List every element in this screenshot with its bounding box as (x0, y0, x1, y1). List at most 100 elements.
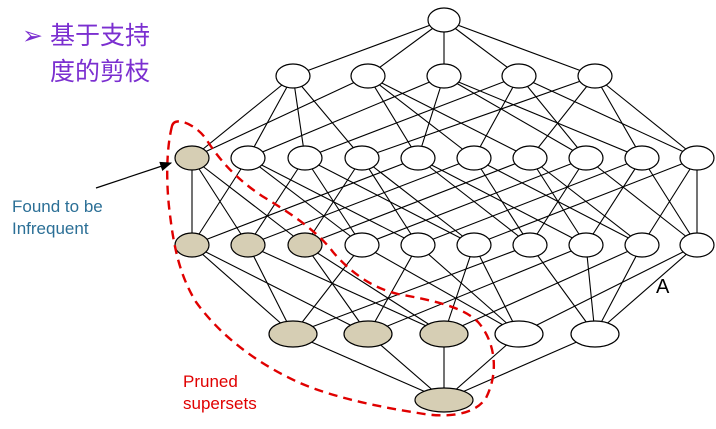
lattice-edge (292, 75, 363, 159)
arrow-bullet-icon: ➢ (22, 21, 43, 50)
found-label-line-1: Found to be (12, 197, 103, 216)
itemset-node (275, 63, 311, 89)
lattice-edge (191, 244, 294, 335)
lattice-edge (292, 244, 531, 335)
lattice-edge (247, 75, 294, 159)
pruned-label-line-1: Pruned (183, 372, 238, 391)
lattice-edge (417, 244, 520, 335)
lattice-edge (417, 75, 445, 159)
lattice-edge (594, 75, 643, 159)
itemset-node (494, 320, 544, 348)
itemset-node (512, 232, 548, 258)
lattice-edge (247, 244, 445, 335)
lattice-edge (247, 157, 475, 246)
infrequent-itemset-node (268, 320, 318, 348)
lattice-edge (361, 75, 596, 159)
lattice-edge (292, 333, 445, 401)
infrequent-itemset-node (230, 232, 266, 258)
lattice-edge (247, 75, 445, 159)
lattice-edge (191, 157, 249, 246)
lattice-edge (473, 75, 520, 159)
lattice-edge (641, 157, 698, 246)
lattice-edge (443, 19, 520, 77)
lattice-edge (367, 244, 419, 335)
lattice-edge (443, 244, 475, 335)
lattice-edge (367, 75, 419, 159)
title-line-1: 基于支持 (50, 21, 151, 50)
pruned-label-line-2: supersets (183, 394, 257, 413)
infrequent-itemset-node (343, 320, 393, 348)
lattice-edge (247, 157, 419, 246)
lattice-edge (417, 157, 587, 246)
title-line-2: 度的剪枝 (50, 57, 151, 86)
lattice-edge (594, 75, 698, 159)
found-infrequent-arrow (95, 161, 173, 189)
itemset-node (427, 7, 461, 33)
itemset-node (512, 145, 548, 171)
lattice-edge (594, 244, 643, 335)
lattice-edge (367, 75, 475, 159)
lattice-edge (247, 157, 306, 246)
infrequent-itemset-node (287, 232, 323, 258)
pruned-supersets-label: Pruned supersets (183, 371, 257, 415)
lattice-edge (443, 75, 643, 159)
itemset-node (570, 320, 620, 348)
itemset-node (230, 145, 266, 171)
lattice-edge (585, 244, 596, 335)
lattice-edge (529, 244, 596, 335)
itemset-node (679, 145, 715, 171)
found-label-line-2: Infrequent (12, 219, 89, 238)
lattice-edge (518, 244, 698, 335)
itemset-node (501, 63, 537, 89)
lattice-edge (367, 244, 587, 335)
infrequent-itemset-node (419, 320, 469, 348)
lattice-edge (443, 333, 596, 401)
lattice-edge (367, 75, 531, 159)
lattice-edge (443, 244, 643, 335)
pruned-region-boundary (166, 120, 496, 417)
itemset-node (624, 145, 660, 171)
lattice-edge (304, 75, 520, 159)
infrequent-itemset-node (414, 387, 474, 413)
lattice-edge (518, 75, 587, 159)
lattice-edge (292, 75, 306, 159)
itemset-node (679, 232, 715, 258)
lattice-edge (304, 244, 445, 335)
itemset-node (624, 232, 660, 258)
itemset-node (344, 145, 380, 171)
itemset-node (400, 232, 436, 258)
lattice-edge (191, 244, 369, 335)
found-infrequent-label: Found to be Infrequent (12, 196, 103, 240)
lattice-edge (304, 244, 369, 335)
lattice-edge (585, 157, 643, 246)
itemset-node (426, 63, 462, 89)
lattice-edge (361, 157, 475, 246)
lattice-edge (473, 244, 520, 335)
lattice-edge (367, 19, 445, 77)
lattice-edge (247, 244, 294, 335)
lattice-nodes (174, 7, 715, 413)
lattice-edge (361, 244, 520, 335)
lattice-edge (594, 244, 698, 335)
lattice-edge (417, 157, 531, 246)
lattice-edge (417, 157, 643, 246)
itemset-node (456, 232, 492, 258)
lattice-edge (529, 157, 643, 246)
itemset-node (456, 145, 492, 171)
infrequent-itemset-node (174, 232, 210, 258)
lattice-edges (191, 19, 698, 401)
lattice-edge (292, 19, 445, 77)
lattice-edge (585, 157, 698, 246)
itemset-node (350, 63, 386, 89)
lattice-edge (304, 157, 475, 246)
itemset-node (568, 145, 604, 171)
infrequent-itemset-node (174, 145, 210, 171)
lattice-edge (191, 157, 306, 246)
lattice-edge (191, 75, 369, 159)
lattice-edge (443, 19, 596, 77)
lattice-edge (473, 157, 643, 246)
itemset-node (344, 232, 380, 258)
lattice-edge (292, 244, 363, 335)
itemset-node (287, 145, 323, 171)
